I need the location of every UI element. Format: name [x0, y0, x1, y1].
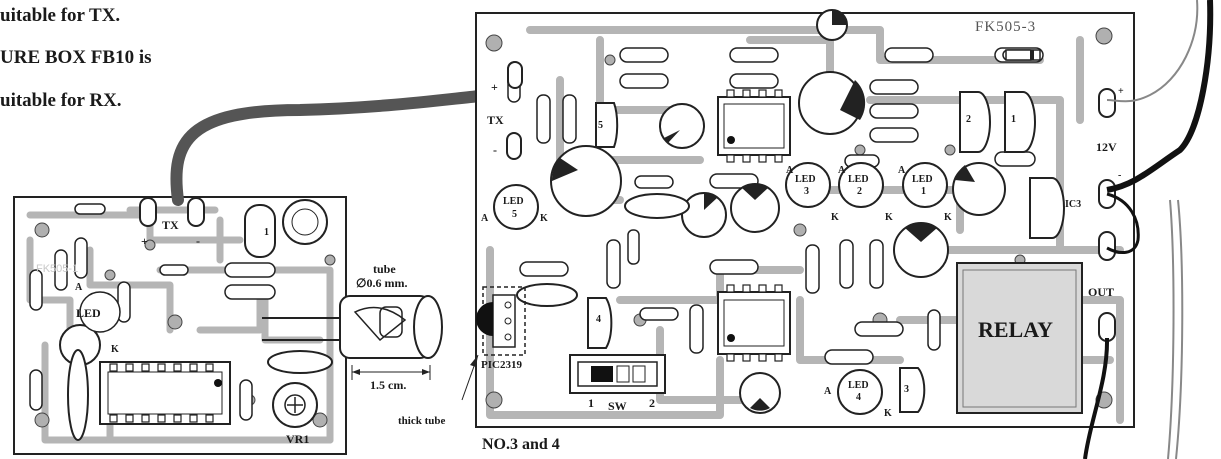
out-label: OUT	[1088, 285, 1115, 299]
tube-label: tube	[373, 262, 396, 276]
tx-cable	[170, 90, 486, 206]
rx-tx-label: TX	[487, 113, 504, 127]
relay-label: RELAY	[978, 317, 1053, 342]
switch-pos-1: 1	[588, 396, 594, 410]
board-caption: NO.3 and 4	[482, 436, 560, 453]
transistor-4-number: 4	[596, 314, 601, 325]
rx-led2-cathode: K	[885, 212, 893, 223]
power-plus: +	[1118, 86, 1124, 97]
ic-bottom	[717, 284, 791, 362]
thick-tube-label: thick tube	[398, 415, 446, 427]
rx-led4-anode: A	[824, 386, 832, 397]
transistor-3-number: 3	[904, 384, 909, 395]
wire-link	[1106, 192, 1140, 254]
rx-tx-minus: -	[493, 143, 497, 157]
rx-led2-prefix: LED	[848, 174, 869, 185]
tx-board-minus: -	[196, 234, 200, 248]
switch-pos-2: 2	[649, 396, 655, 410]
rx-led5-prefix: LED	[503, 196, 524, 207]
rx-led3-number: 3	[804, 186, 809, 197]
ic-top	[717, 89, 791, 163]
rx-board	[461, 9, 1135, 428]
tx-board-plus: +	[141, 234, 148, 248]
rx-led4-number: 4	[856, 392, 861, 403]
tx-silk-text: FK505-1	[36, 263, 78, 275]
rx-led1-anode: A	[898, 165, 906, 176]
rx-led1-cathode: K	[944, 212, 952, 223]
rx-led4-prefix: LED	[848, 380, 869, 391]
transistor-5-number: 5	[598, 120, 603, 131]
power-minus: -	[1118, 170, 1122, 181]
transistor-2-number: 2	[966, 114, 971, 125]
tx-cap-number: 1	[264, 227, 269, 238]
rx-led5-cathode: K	[540, 213, 548, 224]
rx-led2-number: 2	[857, 186, 862, 197]
header-line-2: URE BOX FB10 is	[0, 47, 152, 68]
rx-led5-number: 5	[512, 209, 517, 220]
rx-led1-prefix: LED	[912, 174, 933, 185]
ir-emitter	[262, 295, 443, 380]
wire-gray-1	[1167, 199, 1175, 459]
tube-length: 1.5 cm.	[370, 378, 407, 392]
rx-led2-anode: A	[838, 165, 846, 176]
rx-led3-cathode: K	[831, 212, 839, 223]
wire-gray-2	[1175, 199, 1184, 459]
rx-led1-number: 1	[921, 186, 926, 197]
header-line-1: uitable for TX.	[0, 5, 121, 26]
rx-tx-plus: +	[491, 80, 498, 94]
rx-led3-anode: A	[786, 165, 794, 176]
header-line-3: uitable for RX.	[0, 90, 122, 111]
tx-led-label: LED	[76, 306, 101, 320]
tx-board-tx-label: TX	[162, 218, 179, 232]
vr1-label: VR1	[286, 432, 310, 446]
rx-led4-cathode: K	[884, 408, 892, 419]
tx-led-cathode: K	[111, 344, 119, 355]
tx-board: FK505-1	[13, 196, 347, 455]
ic3-label: IC3	[1065, 199, 1082, 210]
wire-12v-plus	[1106, 0, 1199, 103]
pic2319-label: PIC2319	[481, 359, 522, 371]
power-12v-label: 12V	[1096, 140, 1117, 154]
tx-led-anode: A	[75, 282, 83, 293]
rx-led3-prefix: LED	[795, 174, 816, 185]
transistor-1-number: 1	[1011, 114, 1016, 125]
rx-silk-text: FK505-3	[975, 19, 1037, 35]
wire-out	[1083, 337, 1110, 459]
tube-diameter: ∅0.6 mm.	[356, 276, 408, 290]
switch-label: SW	[608, 399, 627, 413]
wire-12v-minus	[1106, 0, 1214, 193]
rx-led5-anode: A	[481, 213, 489, 224]
